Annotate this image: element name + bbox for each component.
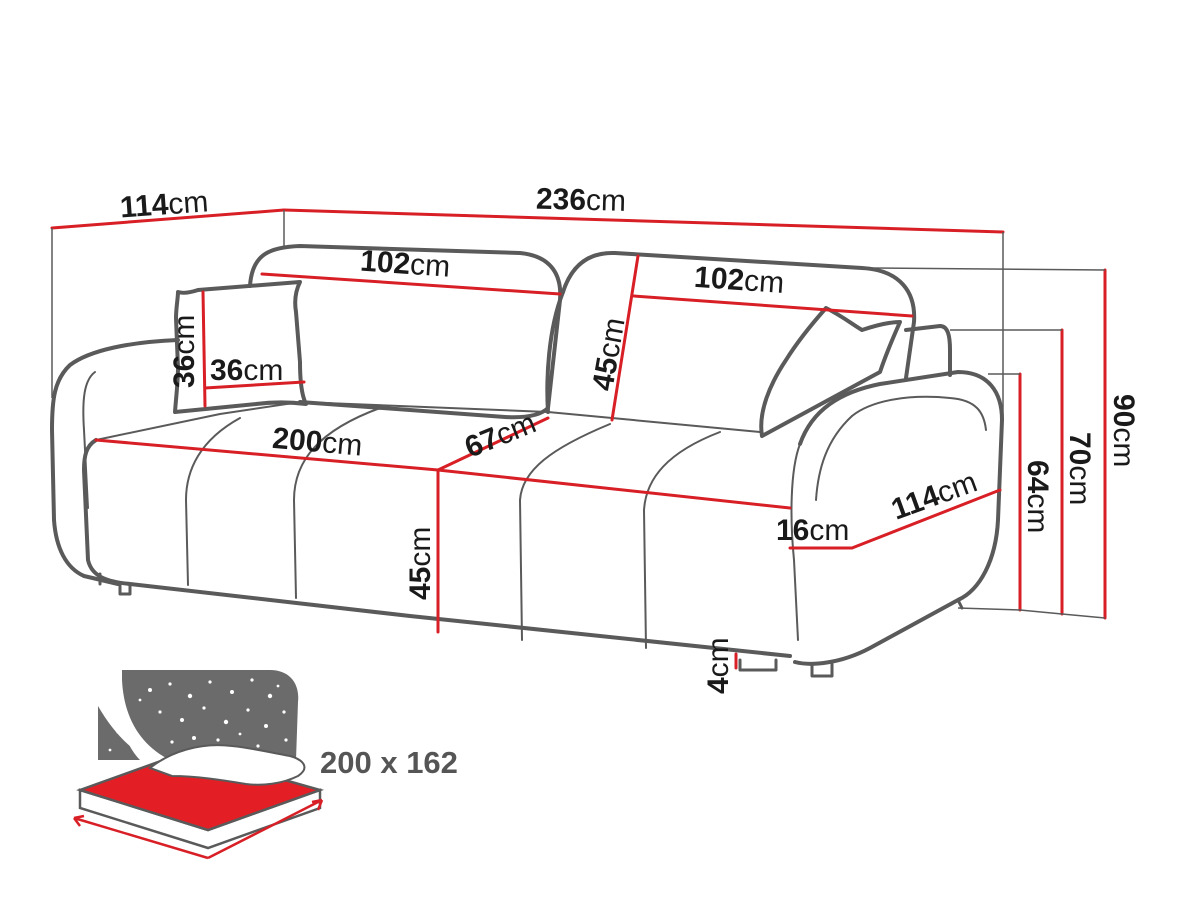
mattress-top	[76, 750, 325, 832]
label-backrest-right: 102cm	[693, 261, 785, 300]
label-backrest-left: 102cm	[359, 245, 451, 284]
label-leg-height: 4cm	[702, 637, 735, 694]
armrest-left	[50, 338, 180, 586]
foot-back-right	[956, 598, 964, 610]
extension-lines	[51, 210, 1106, 619]
seat-seam-3	[519, 423, 611, 641]
label-armrest-width: 16cm	[776, 514, 849, 547]
label-total-height: 90cm	[1107, 394, 1140, 467]
armrest-right	[793, 370, 1004, 666]
stars	[108, 678, 288, 752]
dim-line-backrest-left	[260, 272, 562, 296]
sofa-bed-sleep-icon: 200 x 162	[73, 670, 458, 860]
pillow-right	[759, 306, 902, 438]
label-pillow-height: 36cm	[168, 315, 201, 388]
dim-line-backrest-right	[632, 294, 914, 318]
bed-size-label: 200 x 162	[320, 745, 458, 780]
dim-line-width-total	[282, 208, 1005, 234]
label-armrest-height: 64cm	[1021, 460, 1054, 533]
bed-pillows	[147, 744, 306, 786]
dim-line-armrest-depth	[850, 488, 1002, 550]
dim-line-seat-depth	[436, 416, 550, 472]
dim-line-depth-top	[50, 208, 286, 230]
night-sky-curtain	[98, 706, 150, 760]
dim-line-backrest-height	[610, 254, 640, 422]
label-seat-height: 45cm	[404, 527, 437, 600]
back-frame-right	[904, 324, 952, 377]
label-armrest-depth: 114cm	[887, 465, 981, 526]
foot-left	[98, 572, 132, 596]
sofa-drawing	[50, 244, 1004, 678]
backrest-cushion-left	[248, 244, 563, 420]
label-pillow-width: 36cm	[210, 354, 283, 387]
seat-top-back-edge	[95, 401, 761, 441]
armrest-left-inner	[82, 371, 96, 509]
armrest-right-front	[790, 443, 801, 641]
label-width-total: 236cm	[536, 183, 627, 218]
night-sky-panel	[122, 670, 299, 760]
dimension-labels: 114cm 236cm 102cm 102cm 45cm 36cm 36cm 2…	[119, 183, 1140, 694]
dim-line-seat-width	[94, 438, 440, 472]
foot-right	[810, 662, 834, 678]
seat-seam-2	[293, 407, 381, 599]
label-back-height: 70cm	[1063, 432, 1096, 505]
armrest-right-panel	[815, 415, 853, 501]
night-sky-curve	[119, 680, 170, 760]
backrest-cushion-right	[561, 250, 917, 380]
dim-line-pillow-width	[203, 380, 306, 390]
label-backrest-height: 45cm	[586, 315, 631, 393]
foot-center	[738, 658, 778, 672]
pillow-left	[173, 280, 308, 414]
label-depth-top: 114cm	[119, 185, 209, 224]
dimension-lines	[50, 208, 1107, 670]
label-seat-width: 200cm	[271, 422, 364, 463]
seat-seam-4	[643, 431, 721, 649]
dim-line-seat-front	[436, 468, 792, 510]
seat-body	[82, 438, 792, 658]
armrest-right-inner	[851, 395, 987, 431]
bed-arrow-width	[207, 798, 324, 860]
backrest-right-fold	[545, 290, 565, 414]
seat-seam-1	[185, 417, 241, 586]
bed-arrow-length	[73, 814, 209, 860]
